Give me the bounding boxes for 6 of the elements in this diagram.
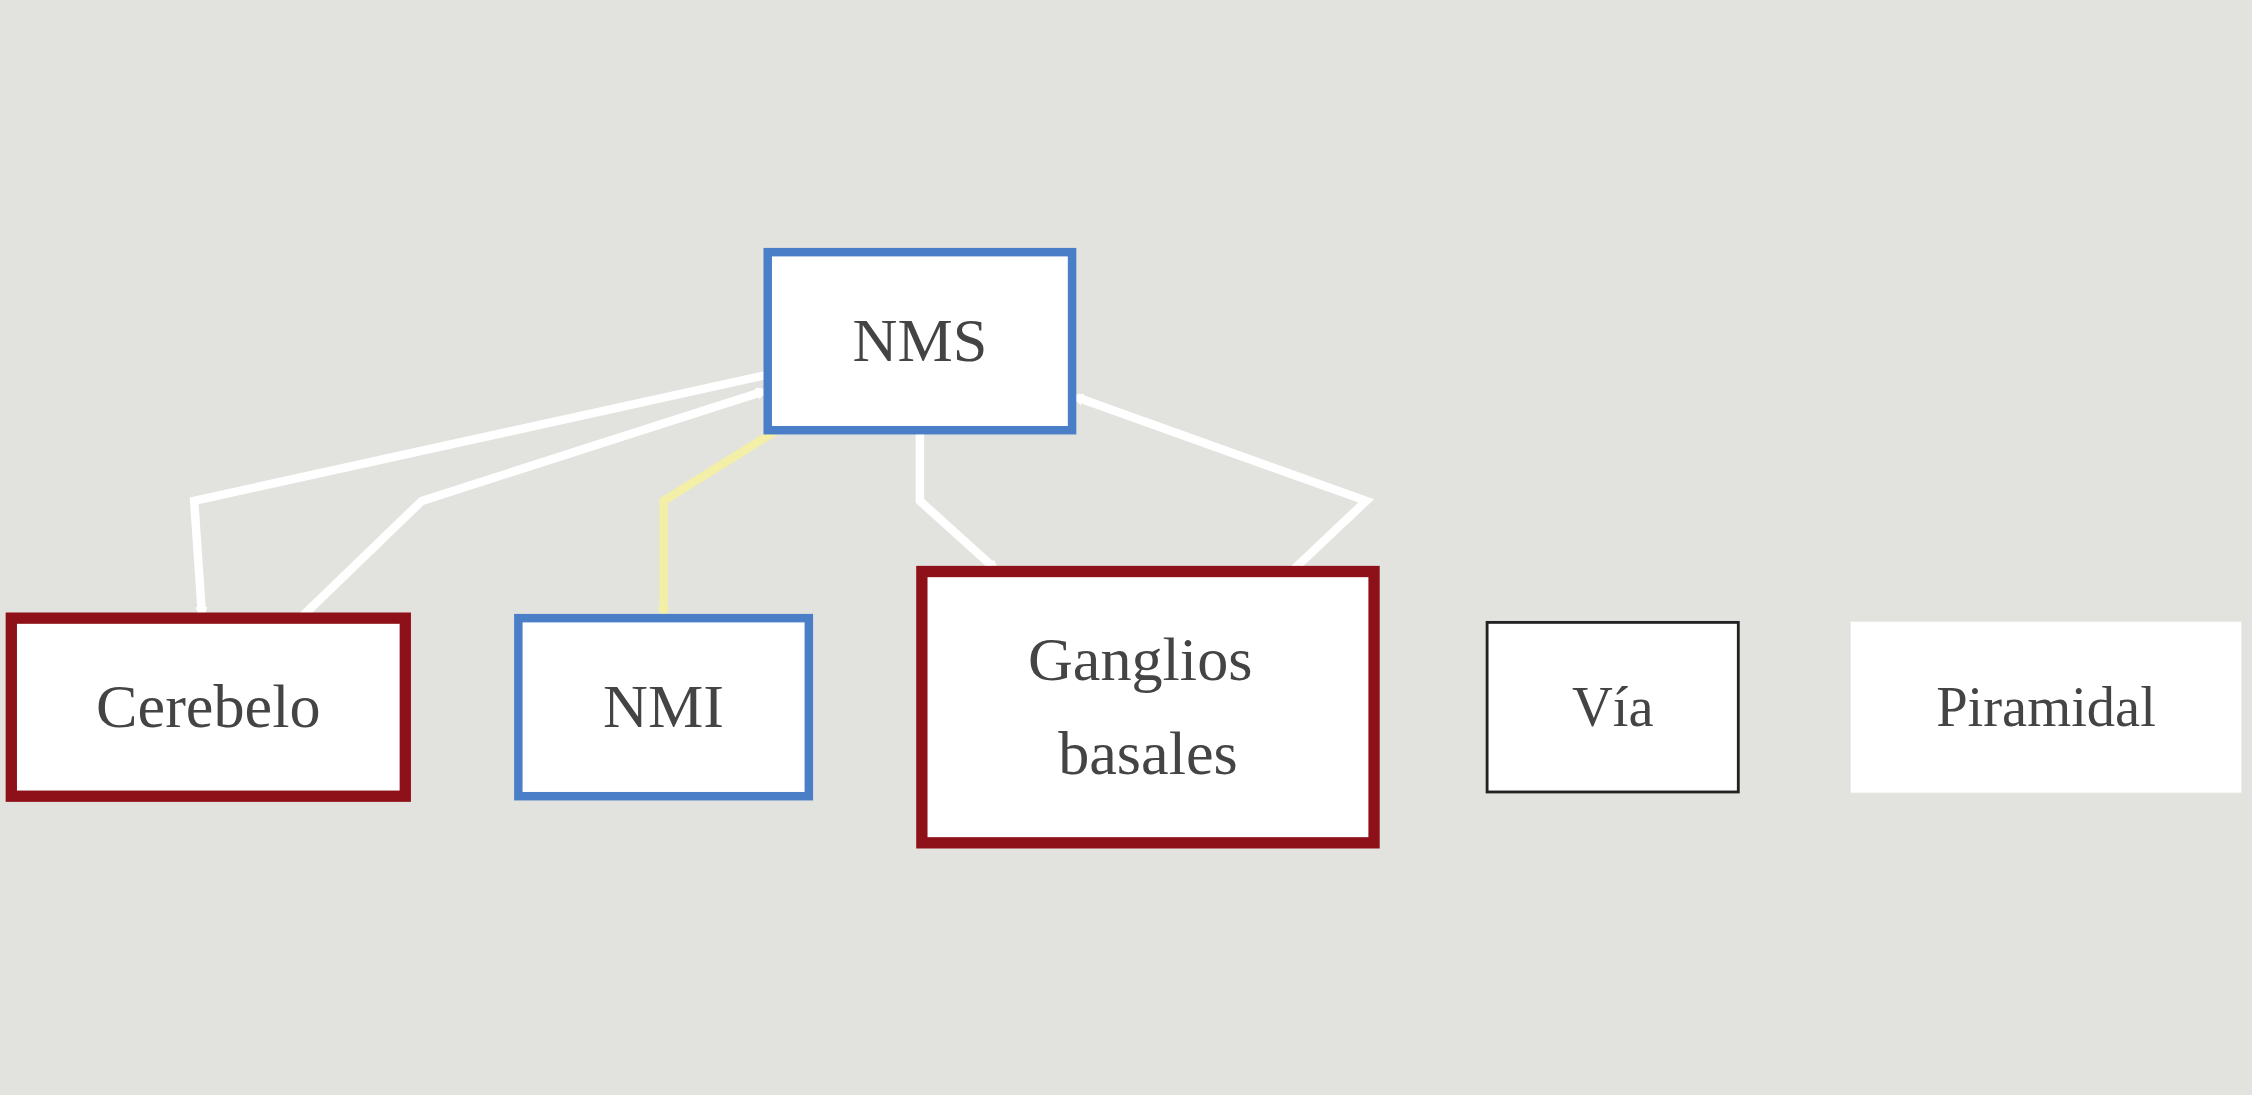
node-box: Cerebelo: [5, 612, 411, 802]
node-box: NMI: [514, 613, 814, 801]
node-box: Ganglios basales: [916, 565, 1380, 849]
node-box: Piramidal: [1850, 621, 2242, 793]
node-box: Vía: [1485, 620, 1740, 794]
node-box: NMS: [763, 247, 1077, 435]
